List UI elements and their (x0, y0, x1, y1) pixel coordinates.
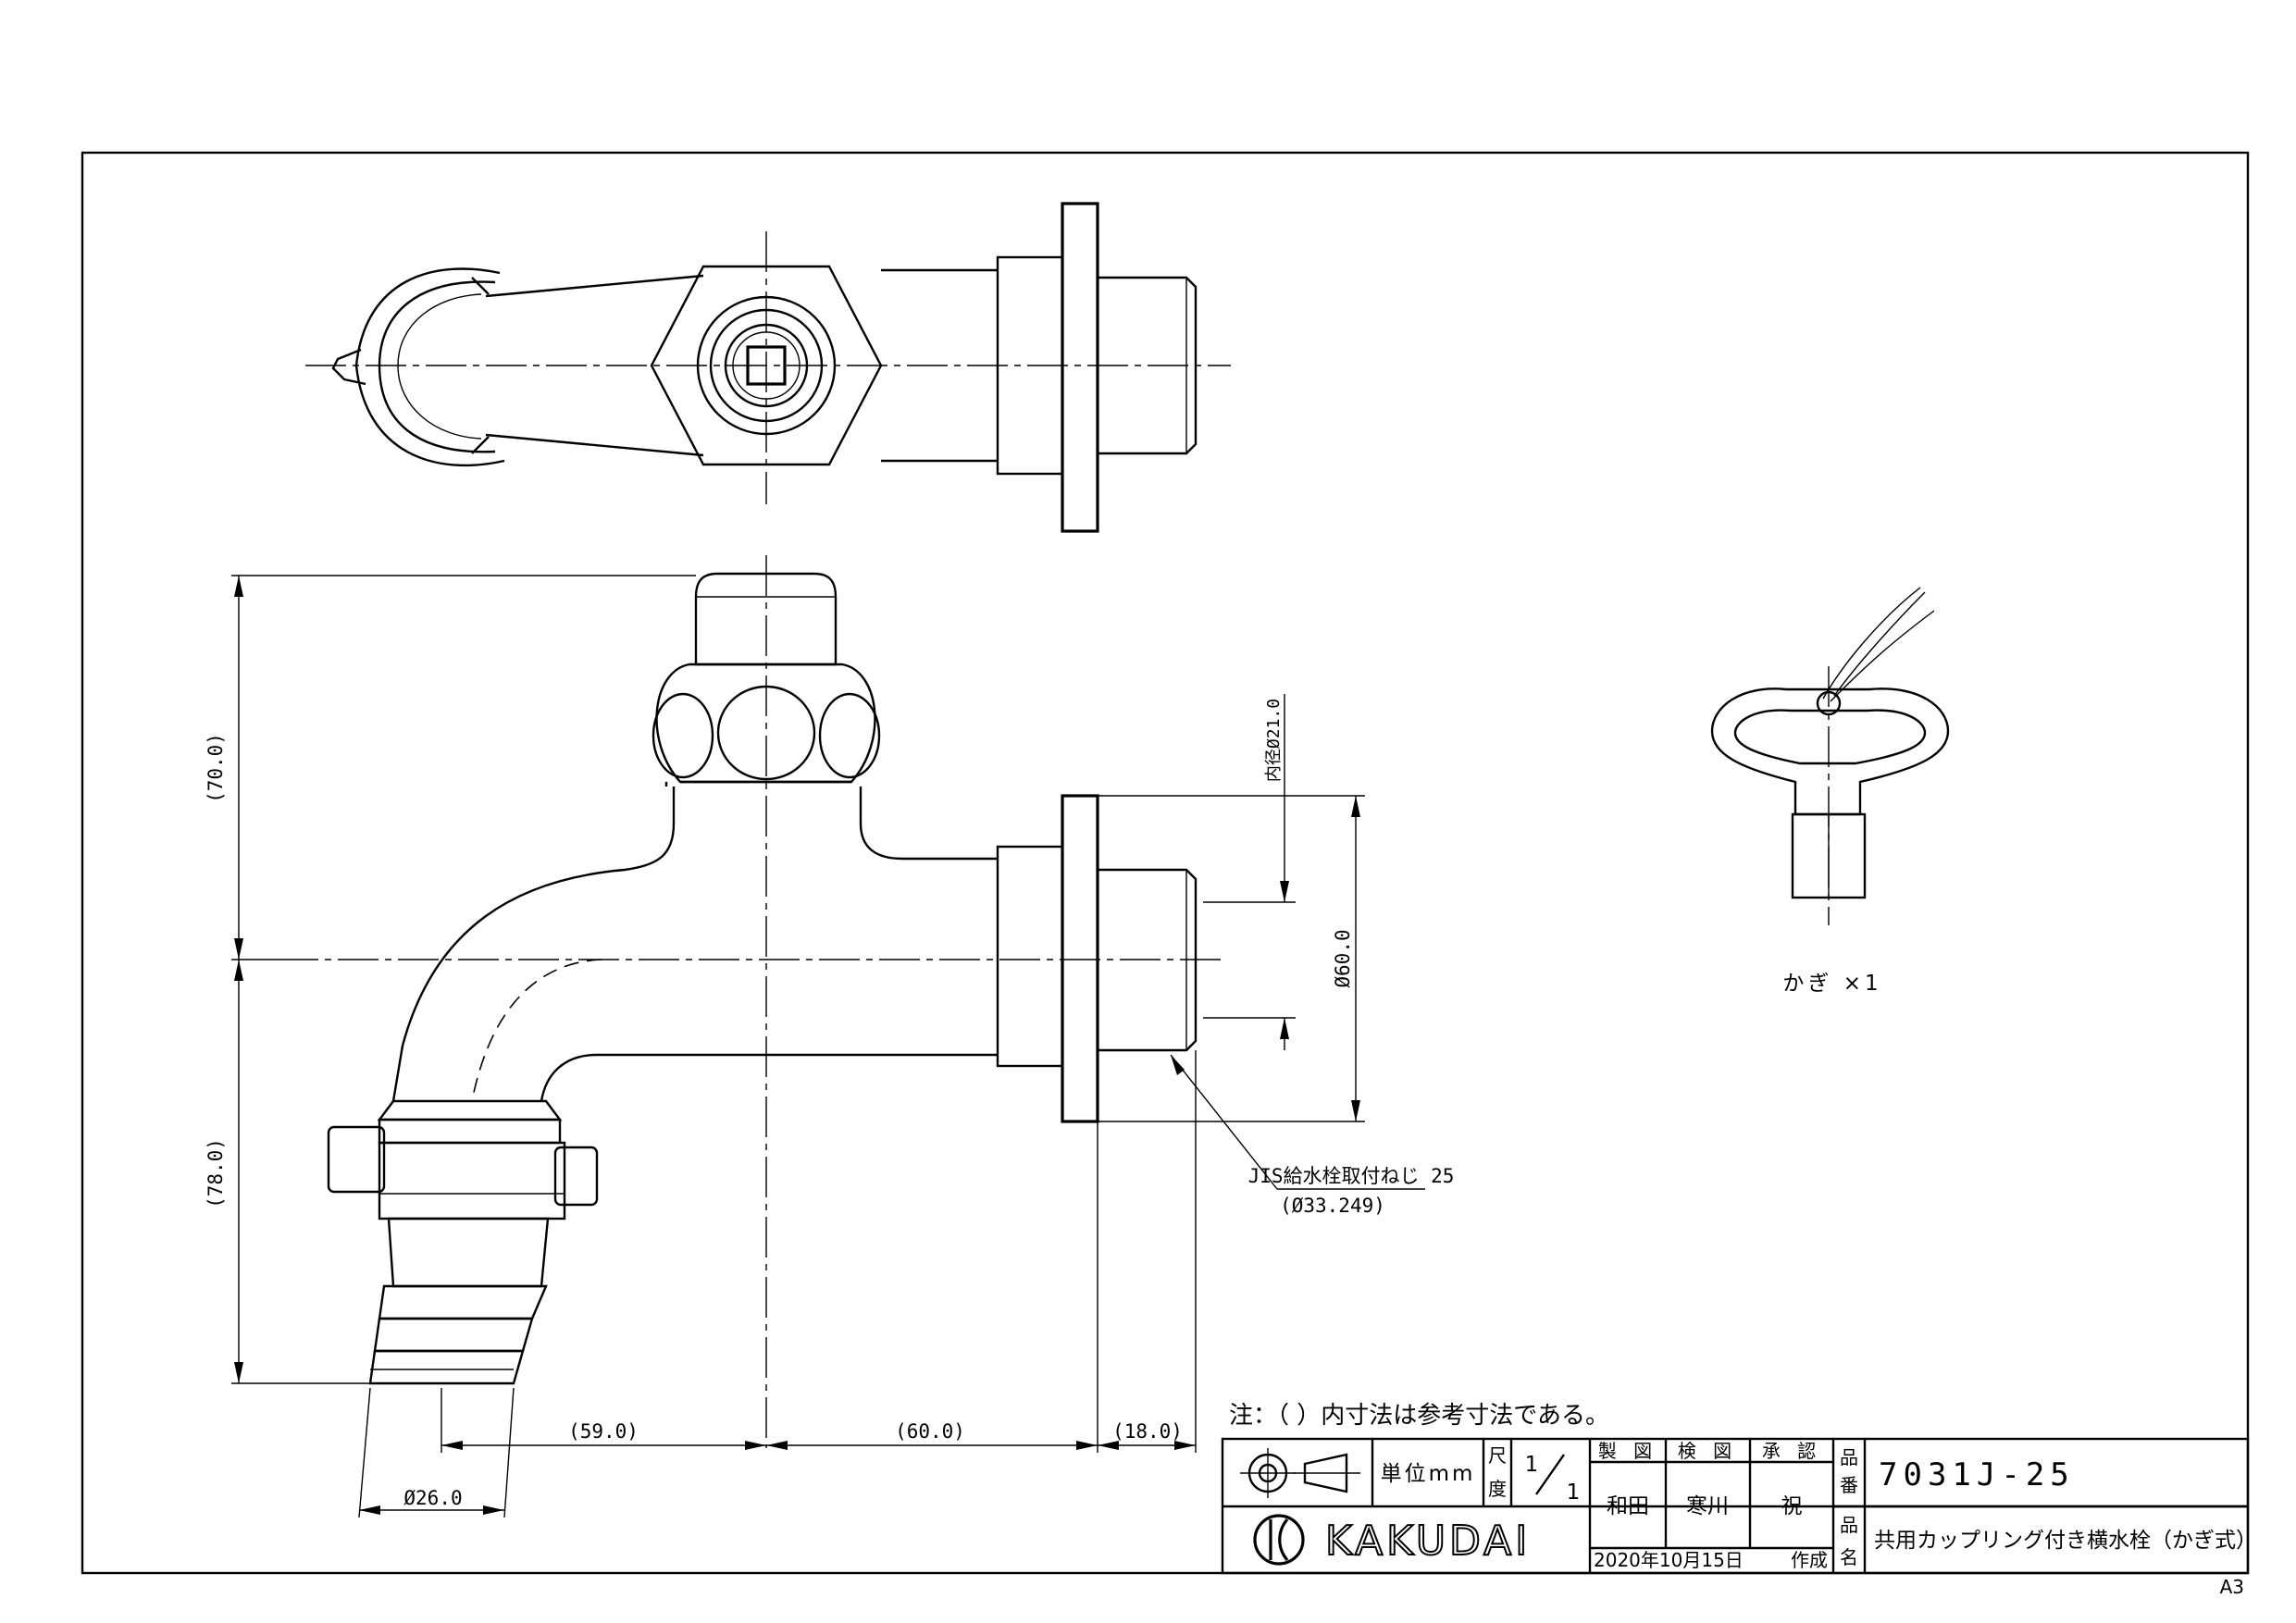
scale-numerator: 1 (1525, 1453, 1539, 1477)
dim-height-lower: (78.0) (205, 1138, 227, 1208)
dimension-lines (231, 575, 1425, 1518)
top-view (305, 202, 1231, 533)
dim-thread-spec: JIS給水栓取付ねじ 25 (1248, 1165, 1455, 1187)
sheet-size: A3 (2220, 1576, 2244, 1598)
part-name: 共用カップリング付き横水栓（かぎ式） (1874, 1529, 2257, 1553)
scale-label-top: 尺 (1488, 1444, 1507, 1467)
company-logo-text: KAKUDAI (1325, 1518, 1531, 1565)
dim-horiz-mid: (60.0) (895, 1420, 965, 1443)
scale-denominator: 1 (1567, 1481, 1581, 1505)
checked-by-name: 寒川 (1686, 1494, 1729, 1518)
unit-label: 単位mm (1381, 1462, 1476, 1486)
created-label: 作成 (1791, 1549, 1828, 1571)
drawn-label: 製 図 (1598, 1440, 1657, 1462)
scale-label-bottom: 度 (1488, 1478, 1507, 1500)
side-view (278, 555, 1226, 1448)
title-block (1221, 1437, 2250, 1575)
dim-thread-diameter: (Ø33.249) (1280, 1195, 1385, 1217)
dim-height-upper: (70.0) (205, 733, 227, 803)
key-accessory-label: かぎ ×1 (1782, 972, 1881, 996)
dim-inner-diameter: 内径Ø21.0 (1264, 699, 1284, 782)
dim-horiz-left: (59.0) (568, 1420, 639, 1443)
dim-hose-diameter: Ø26.0 (403, 1487, 462, 1509)
drawing-border (81, 151, 2250, 1575)
part-number: 7031J-25 (1879, 1456, 2075, 1493)
approved-label: 承 認 (1762, 1440, 1821, 1462)
part-name-label-top: 品 (1840, 1514, 1858, 1536)
reference-dimension-note: 注：（ ）内寸法は参考寸法である。 (1229, 1402, 1609, 1430)
key-accessory (1710, 587, 1950, 925)
part-no-label-bottom: 番 (1840, 1474, 1858, 1496)
checked-label: 検 図 (1678, 1440, 1737, 1462)
dim-outer-diameter: Ø60.0 (1332, 929, 1354, 987)
drawn-by-name: 和田 (1607, 1494, 1649, 1518)
drawing-date: 2020年10月15日 (1594, 1549, 1744, 1571)
part-name-label-bottom: 名 (1840, 1546, 1858, 1568)
approved-by-name: 祝 (1781, 1494, 1803, 1518)
part-no-label-top: 品 (1840, 1446, 1858, 1468)
dim-horiz-right: (18.0) (1112, 1420, 1183, 1443)
